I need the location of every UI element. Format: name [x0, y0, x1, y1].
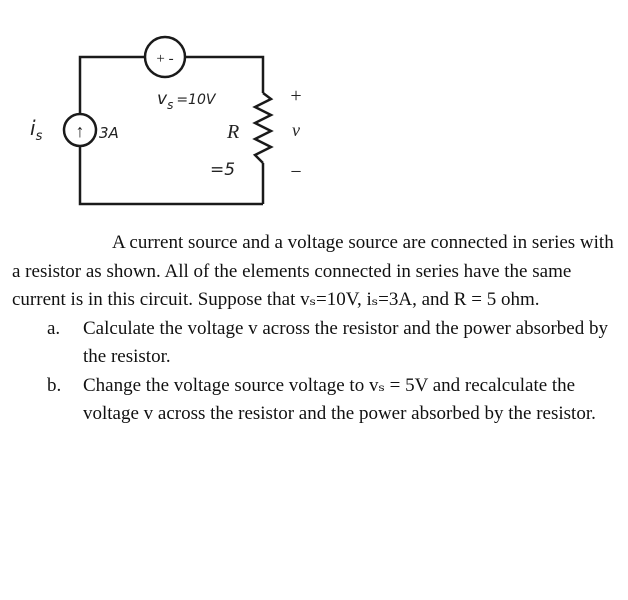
resistor-zigzag	[252, 92, 274, 164]
problem-intro: A current source and a voltage source ar…	[12, 232, 614, 310]
part-b-marker: b.	[47, 374, 62, 396]
voltage-source: + -	[143, 35, 187, 79]
problem-statement: A current source and a voltage source ar…	[12, 229, 624, 429]
problem-part-a: a. Calculate the voltage v across the re…	[12, 315, 624, 372]
voltage-source-polarity: + -	[156, 51, 173, 67]
output-variable: v	[292, 120, 300, 140]
resistor-label: R	[226, 121, 239, 143]
current-source-symbol: is	[30, 116, 43, 144]
current-source-value: 3A	[99, 124, 119, 142]
current-source: ↑	[62, 112, 98, 148]
circuit-wires	[78, 55, 265, 206]
problem-parts: a. Calculate the voltage v across the re…	[12, 315, 624, 429]
current-source-arrow-icon: ↑	[76, 121, 85, 141]
output-plus: +	[290, 85, 301, 107]
output-minus: −	[290, 161, 301, 183]
circuit-diagram: + - ↑ is 3A vs=10V R =5 + v −	[30, 35, 302, 206]
part-a-marker: a.	[47, 317, 61, 339]
part-b-text: Change the voltage source voltage to vₛ …	[83, 374, 596, 425]
voltage-source-label: vs=10V	[157, 89, 217, 112]
resistor-value: =5	[210, 160, 235, 180]
part-a-text: Calculate the voltage v across the resis…	[83, 317, 608, 368]
problem-part-b: b. Change the voltage source voltage to …	[12, 372, 624, 429]
